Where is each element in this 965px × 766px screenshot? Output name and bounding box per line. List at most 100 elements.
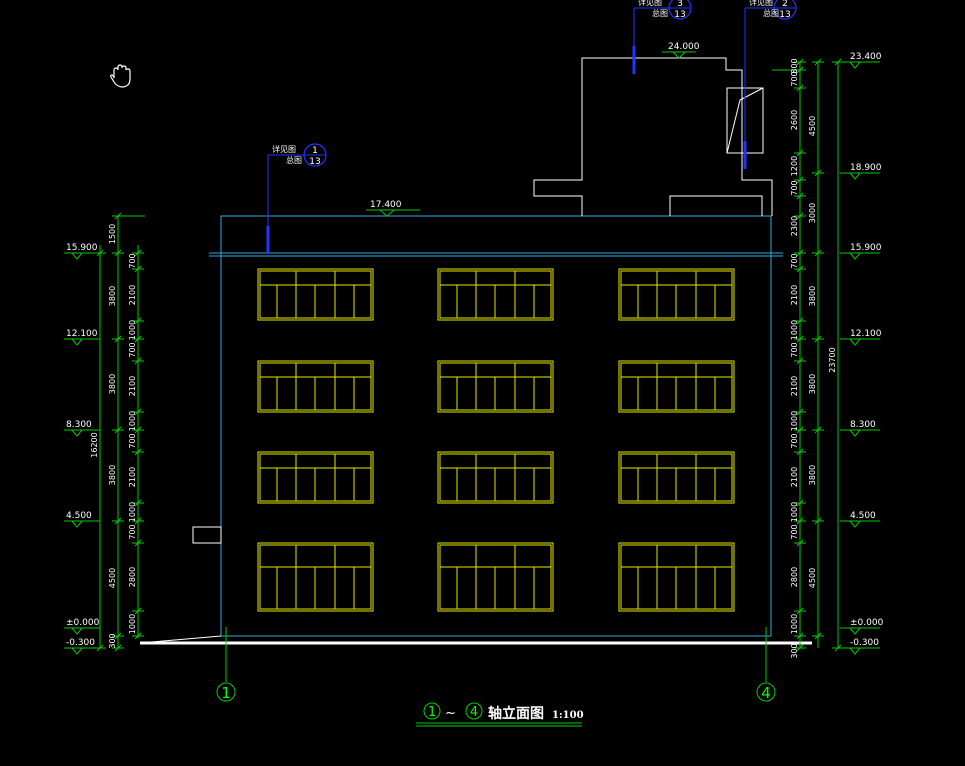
window bbox=[437, 451, 554, 504]
right-total-dim-text: 23700 bbox=[828, 347, 837, 372]
elevation-text: 12.100 bbox=[850, 329, 882, 339]
left-dimension-chain: 15.900 12.100 8.300 4.500 ±0.000 -0.300 700 210… bbox=[64, 212, 145, 655]
window bbox=[437, 360, 554, 413]
window-group bbox=[257, 268, 735, 612]
elevation-text: 8.300 bbox=[66, 420, 92, 430]
left-outer-dim-text: 300 bbox=[108, 633, 117, 648]
elevation-triangle bbox=[848, 172, 862, 180]
right-inner-dim-text: 2800 bbox=[790, 567, 799, 587]
drawing-caption: 1 ~ 4 轴立面图 1:100 bbox=[416, 702, 584, 727]
left-inner-dim-text: 1000 bbox=[128, 411, 137, 431]
elevation-text: 8.300 bbox=[850, 420, 876, 430]
elevation-text: 4.500 bbox=[850, 511, 876, 521]
elevation-text: -0.300 bbox=[66, 638, 95, 648]
left-inner-dim-text: 2100 bbox=[128, 467, 137, 487]
left-elevation-marker: ±0.000 bbox=[64, 618, 100, 635]
left-inner-dim-text: 700 bbox=[128, 253, 137, 268]
detail-page: 13 bbox=[674, 10, 685, 20]
right-elevation-marker: 4.500 bbox=[840, 511, 880, 528]
elevation-triangle bbox=[70, 338, 84, 346]
left-outer-dim-text: 3800 bbox=[108, 286, 117, 306]
left-inner-dim-text: 700 bbox=[128, 524, 137, 539]
left-elevation-marker: 15.900 bbox=[64, 243, 100, 260]
roof-top-level: 24.000 bbox=[662, 42, 700, 59]
elevation-text: ±0.000 bbox=[850, 618, 884, 628]
right-outer-dim-text: 3800 bbox=[808, 286, 817, 306]
detail-title: 详见图 bbox=[749, 0, 773, 7]
right-elevation-marker: -0.300 bbox=[840, 638, 880, 655]
elevation-triangle bbox=[848, 647, 862, 655]
elevation-triangle bbox=[848, 61, 862, 69]
window bbox=[257, 542, 374, 612]
detail-sheet: 总图 bbox=[652, 8, 668, 18]
elevation-triangle bbox=[70, 627, 84, 635]
elevation-triangle bbox=[848, 429, 862, 437]
window bbox=[257, 451, 374, 504]
hand-pan-icon[interactable] bbox=[110, 64, 131, 88]
left-inner-dim-text: 1000 bbox=[128, 320, 137, 340]
left-elevation-marker: 4.500 bbox=[64, 511, 100, 528]
left-inner-dim-text: 2100 bbox=[128, 376, 137, 396]
window bbox=[618, 542, 735, 612]
caption-start-axis: 1 bbox=[428, 705, 436, 720]
right-inner-dim-text: 700 bbox=[790, 433, 799, 448]
window bbox=[618, 268, 735, 321]
detail-number: 1 bbox=[312, 146, 318, 156]
stair-tower bbox=[533, 57, 773, 216]
window bbox=[618, 360, 735, 413]
window-frame bbox=[437, 268, 554, 321]
window bbox=[437, 542, 554, 612]
elevation-text: -0.300 bbox=[850, 638, 879, 648]
detail-section-mark bbox=[632, 46, 636, 74]
left-total-dim-text: 16200 bbox=[90, 432, 99, 457]
right-elevation-marker: 15.900 bbox=[840, 243, 882, 260]
detail-page: 13 bbox=[779, 10, 790, 20]
right-inner-dim-text: 1200 bbox=[790, 156, 799, 176]
left-inner-dim-text: 700 bbox=[128, 433, 137, 448]
axis-1-label: 1 bbox=[221, 684, 231, 702]
window-frame bbox=[437, 360, 554, 413]
left-inner-dim-text: 700 bbox=[128, 342, 137, 357]
left-inner-dim-text: 1000 bbox=[128, 614, 137, 634]
right-inner-dim-text: 300 bbox=[790, 643, 799, 658]
elevation-text: 12.100 bbox=[66, 329, 98, 339]
left-outer-dim-text: 1500 bbox=[108, 224, 117, 244]
roof-top-level-text: 24.000 bbox=[668, 42, 700, 52]
detail-sheet: 总图 bbox=[763, 8, 779, 18]
right-outer-dim-text: 4500 bbox=[808, 568, 817, 588]
elevation-text: 15.900 bbox=[850, 243, 882, 253]
window bbox=[257, 268, 374, 321]
right-inner-dim-text: 1000 bbox=[790, 411, 799, 431]
window-frame bbox=[437, 451, 554, 504]
elevation-triangle bbox=[848, 627, 862, 635]
detail-sheet: 总图 bbox=[286, 155, 302, 165]
right-elevation-marker: 23.400 bbox=[840, 52, 882, 69]
window-frame bbox=[618, 268, 735, 321]
detail-section-mark bbox=[266, 226, 270, 254]
right-inner-dim-text: 700 bbox=[790, 180, 799, 195]
right-inner-dim-text: 1000 bbox=[790, 614, 799, 634]
detail-number: 2 bbox=[782, 0, 788, 9]
left-outer-dim-text: 3800 bbox=[108, 465, 117, 485]
elevation-text: 23.400 bbox=[850, 52, 882, 62]
detail-page: 13 bbox=[309, 157, 320, 167]
caption-end-axis: 4 bbox=[470, 705, 478, 720]
right-dimension-chain: 23.40018.90015.90012.1008.3004.500±0.000… bbox=[772, 52, 884, 659]
detail-section-mark bbox=[743, 141, 747, 169]
window-frame bbox=[618, 360, 735, 413]
elevation-triangle bbox=[70, 252, 84, 260]
right-inner-dim-text: 1000 bbox=[790, 320, 799, 340]
right-inner-dim-text: 2100 bbox=[790, 376, 799, 396]
left-inner-dim-text: 1000 bbox=[128, 502, 137, 522]
window-frame bbox=[257, 268, 374, 321]
elevation-triangle bbox=[848, 252, 862, 260]
main-wall bbox=[220, 215, 772, 637]
left-elevation-marker: -0.300 bbox=[64, 638, 100, 655]
building-outline bbox=[139, 57, 812, 645]
right-inner-dim-text: 2600 bbox=[790, 110, 799, 130]
right-inner-dim-text: 2100 bbox=[790, 467, 799, 487]
